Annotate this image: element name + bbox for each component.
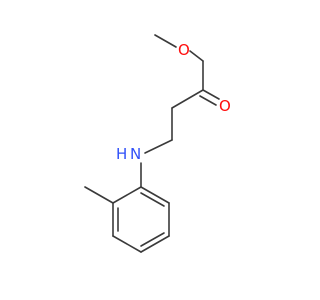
bond-carbonyl-alpha [171, 89, 204, 109]
ring-bond-3 [112, 235, 142, 253]
ester-oxygen-label: O [178, 41, 190, 59]
ring-bond-1 [112, 186, 142, 204]
bond-beta-n [144, 139, 173, 154]
ring-inner-bond-c [140, 192, 165, 207]
bond-carbonyl-double-b [199, 95, 217, 106]
ring-bond-6 [140, 186, 170, 204]
ring-bond-4 [140, 235, 170, 253]
bond-methyl-ester-o [154, 34, 177, 48]
carbonyl-oxygen-label: O [219, 97, 231, 115]
bond-ester-o-carbonyl [189, 50, 204, 62]
amine-nitrogen-label: N [130, 145, 141, 163]
bond-carbonyl-double-a [202, 89, 220, 100]
amine-hydrogen-label: H [116, 145, 127, 163]
bond-layer [84, 34, 220, 253]
atom-labels: O O N H [116, 41, 231, 163]
ring-inner-bond-b [140, 232, 165, 247]
structure-canvas: O O N H [84, 34, 231, 253]
bond-ring-methyl [84, 186, 114, 204]
